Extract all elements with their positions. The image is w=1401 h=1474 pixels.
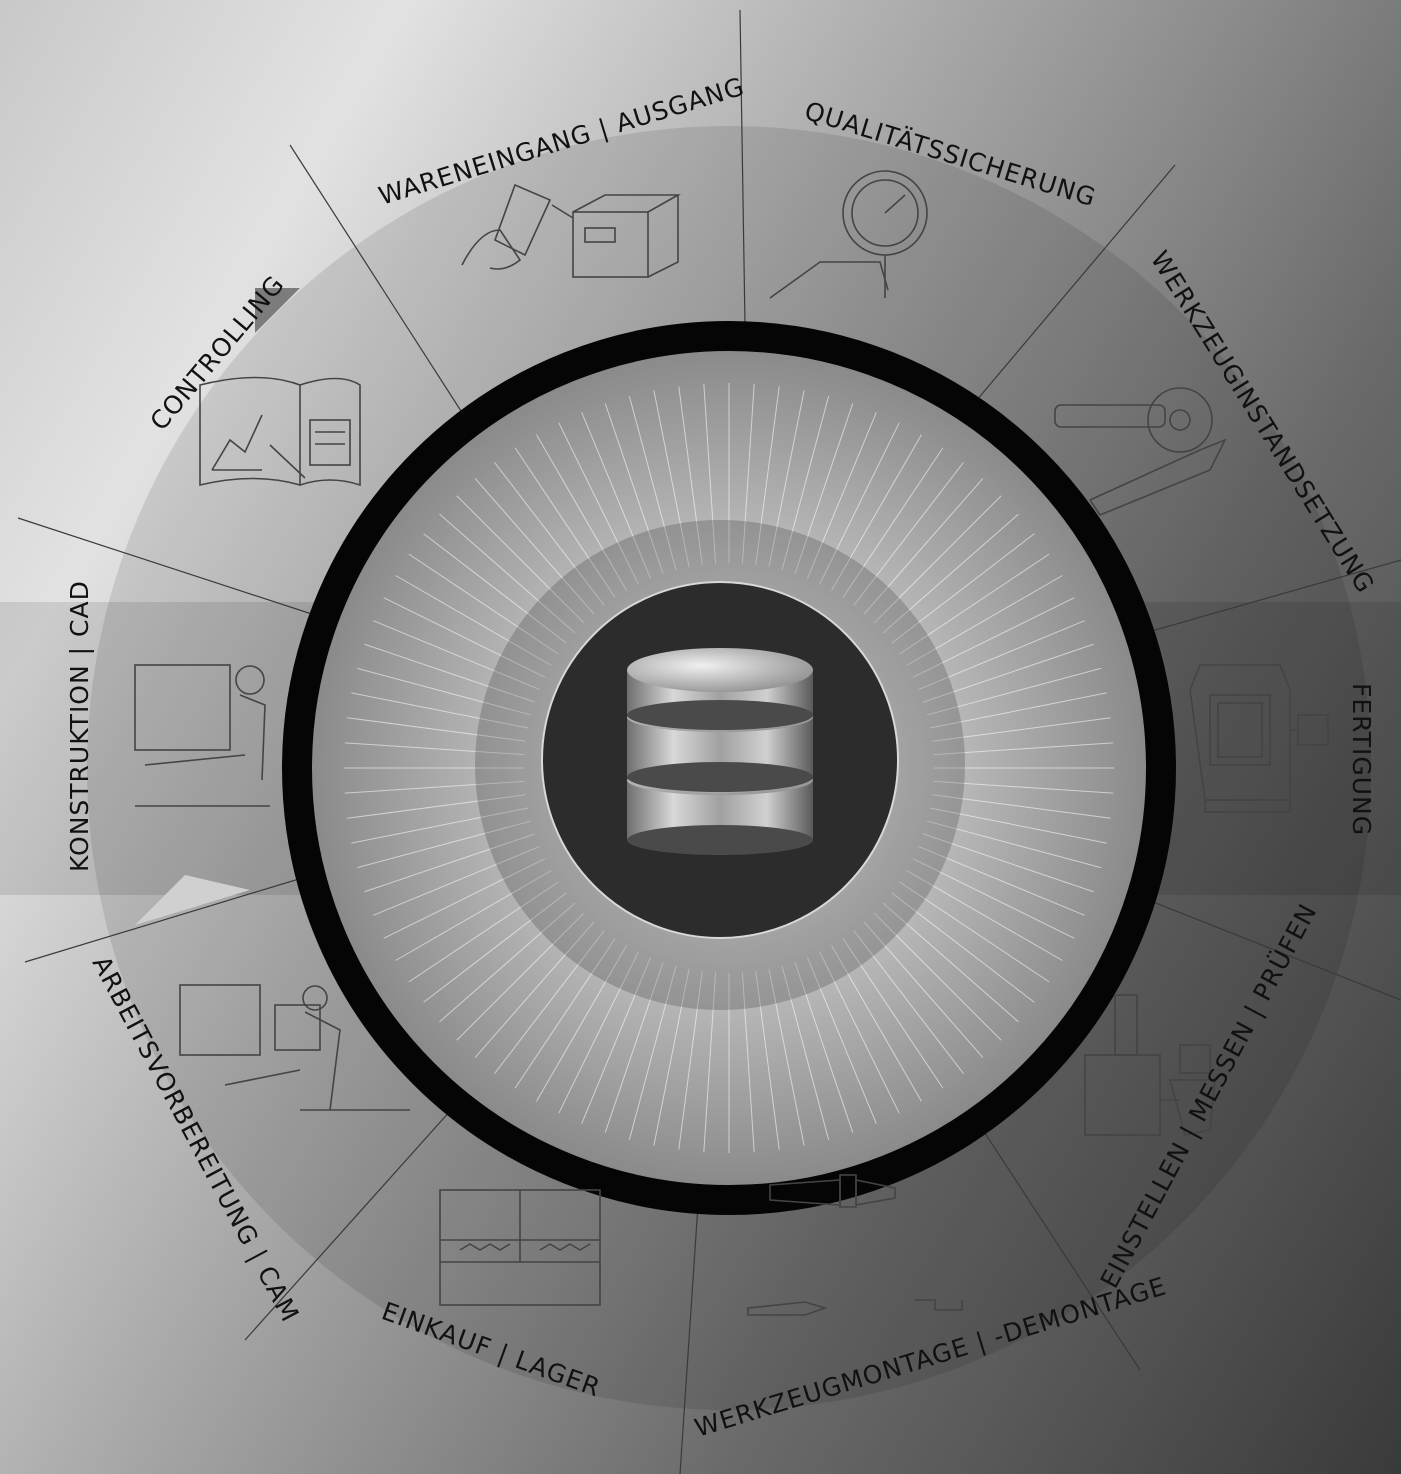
radial-rays <box>344 383 1114 1153</box>
label-fertigung: FERTIGUNG <box>1347 683 1376 836</box>
chart-report-icon <box>199 376 361 487</box>
barcode-scanner-box-icon <box>461 183 682 278</box>
storage-cabinet-icon <box>439 1189 601 1306</box>
grinding-tool-icon <box>1054 387 1227 516</box>
cad-pointer <box>135 875 250 925</box>
workstation-cad-icon <box>134 664 270 807</box>
database-icon <box>627 648 813 855</box>
segment-dividers <box>17 9 1401 1474</box>
cnc-machine-icon <box>1189 664 1329 813</box>
label-konstruktion: KONSTRUKTION | CAD <box>65 580 94 872</box>
dial-gauge-icon <box>769 170 928 299</box>
presetter-machine-icon <box>1084 994 1216 1136</box>
controlling-pointer <box>255 288 300 333</box>
black-ring <box>282 321 1176 1215</box>
workstation-cam-icon <box>179 984 410 1111</box>
tool-holder-parts-icon <box>747 1174 963 1316</box>
